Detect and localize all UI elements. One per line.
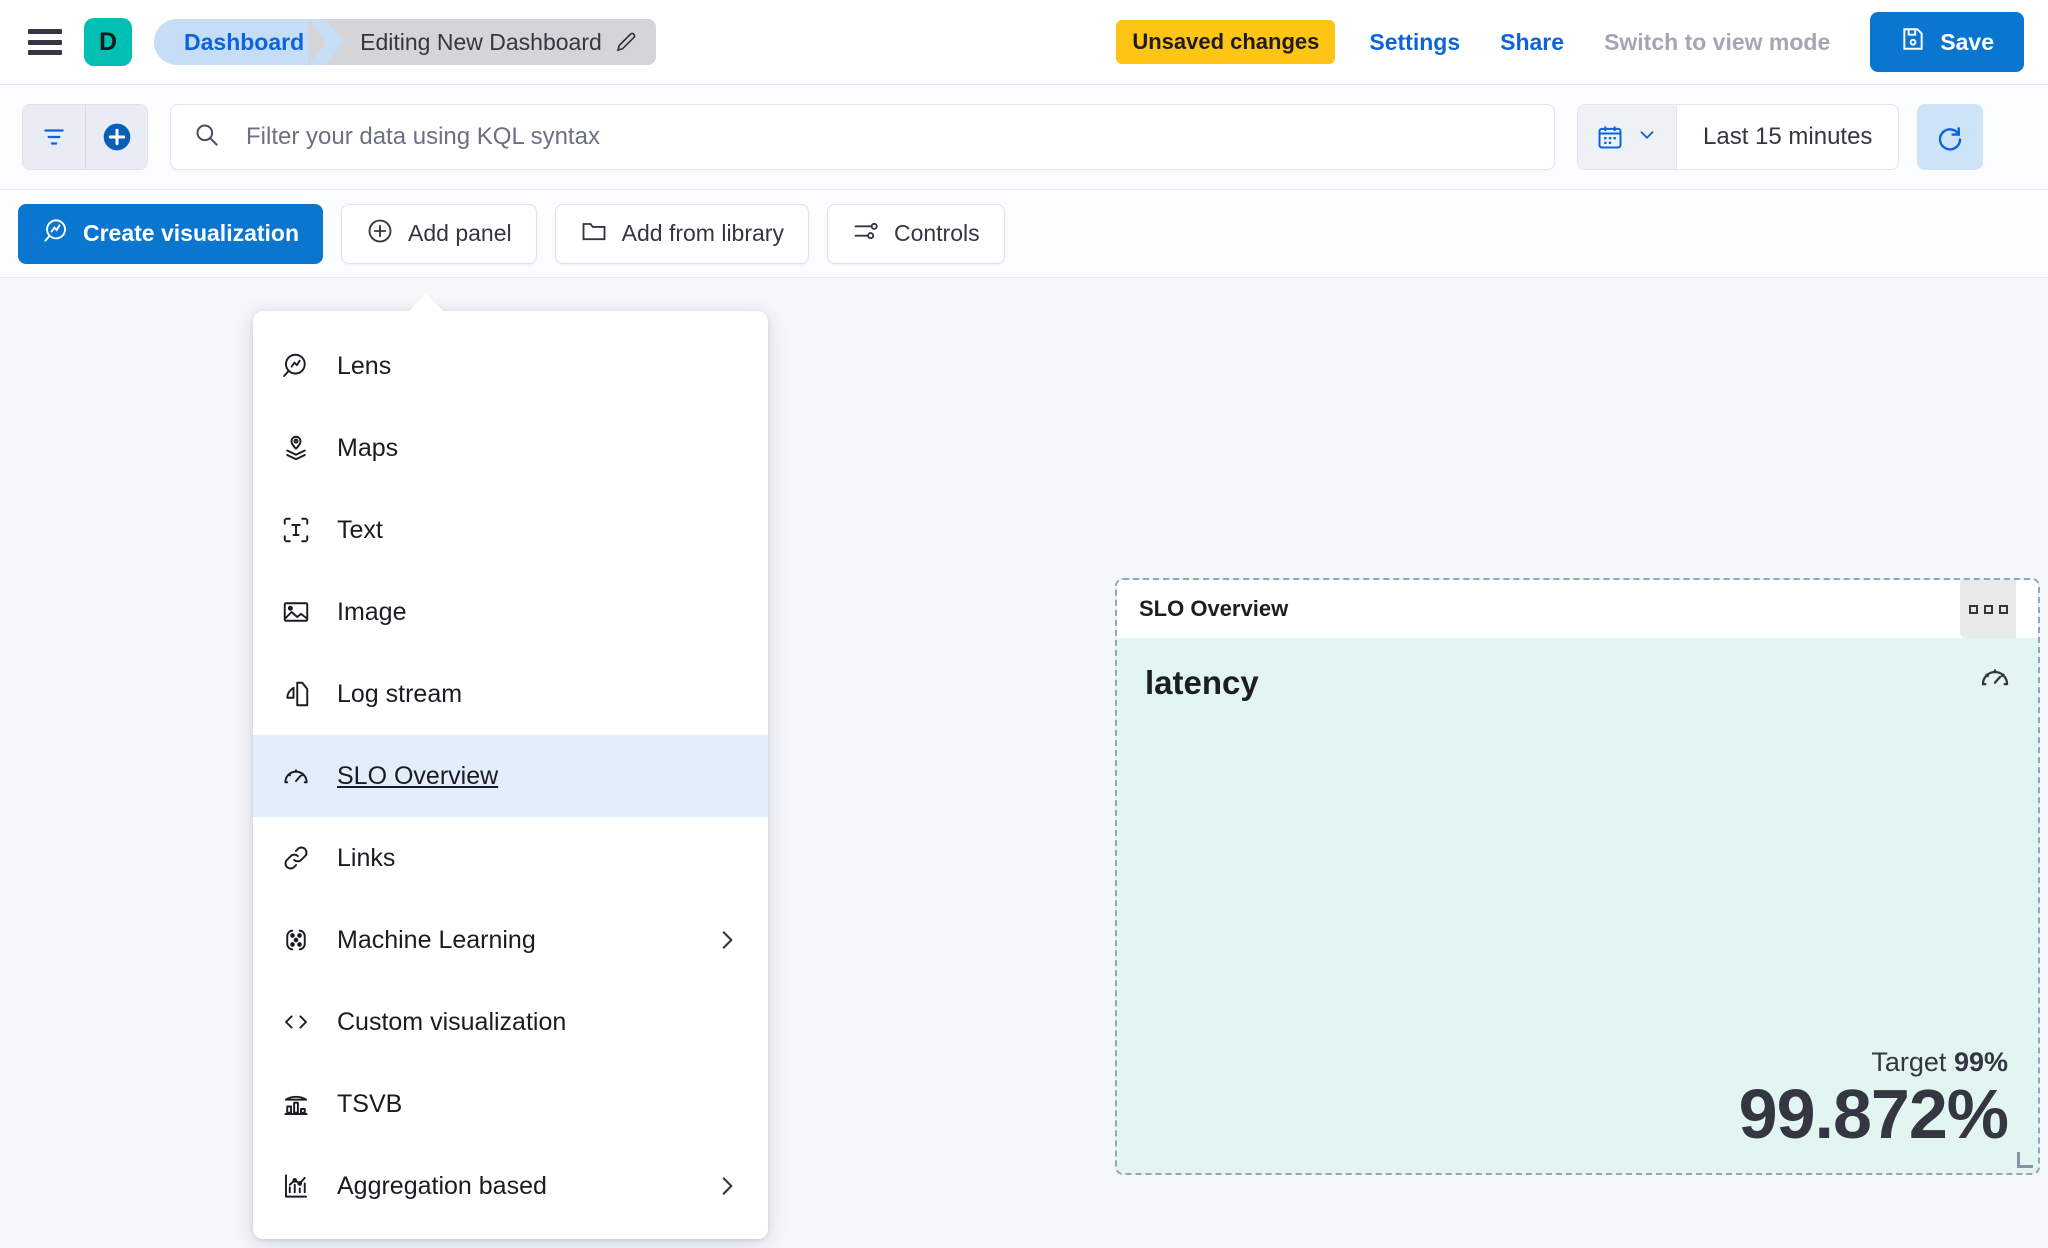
search-input[interactable]: Filter your data using KQL syntax: [170, 104, 1555, 170]
breadcrumb: Dashboard Editing New Dashboard: [154, 19, 656, 65]
code-icon: [281, 1007, 311, 1037]
menu-item-custom-visualization[interactable]: Custom visualization: [253, 981, 768, 1063]
header-actions: Unsaved changes Settings Share Switch to…: [1116, 12, 2024, 72]
status-badge-unsaved: Unsaved changes: [1116, 20, 1336, 64]
menu-item-label: Maps: [337, 433, 399, 462]
slo-target: Target 99%: [1739, 1047, 2008, 1078]
lens-icon: [281, 351, 311, 381]
add-panel-button[interactable]: Add panel: [341, 203, 537, 264]
search-icon: [193, 121, 220, 153]
menu-item-tsvb[interactable]: TSVB: [253, 1063, 768, 1145]
chevron-right-icon: [714, 1173, 740, 1199]
ml-icon: [281, 925, 311, 955]
link-icon: [281, 843, 311, 873]
menu-item-text[interactable]: Text: [253, 489, 768, 571]
controls-sliders-icon: [852, 217, 880, 251]
menu-item-image[interactable]: Image: [253, 571, 768, 653]
plus-circle-icon[interactable]: [85, 105, 147, 169]
create-visualization-label: Create visualization: [83, 220, 300, 246]
breadcrumb-dashboard[interactable]: Dashboard: [154, 19, 345, 65]
slo-sli-value: 99.872%: [1738, 1074, 2009, 1153]
avatar[interactable]: D: [84, 18, 132, 66]
menu-item-label: TSVB: [337, 1089, 403, 1118]
tsvb-icon: [281, 1089, 311, 1119]
query-bar: Filter your data using KQL syntax Last 1…: [0, 85, 2048, 190]
menu-item-lens[interactable]: Lens: [253, 325, 768, 407]
filter-button-group: [22, 104, 148, 170]
menu-item-machine-learning[interactable]: Machine Learning: [253, 899, 768, 981]
chevron-right-icon: [714, 927, 740, 953]
plus-circle-outline-icon: [366, 217, 394, 251]
gauge-icon: [1978, 660, 2012, 699]
agg-chart-icon: [281, 1171, 311, 1201]
menu-item-label: Image: [337, 597, 407, 626]
breadcrumb-current[interactable]: Editing New Dashboard: [308, 19, 656, 65]
menu-item-label: Log stream: [337, 679, 463, 708]
controls-button[interactable]: Controls: [826, 203, 1005, 264]
breadcrumb-dashboard-label: Dashboard: [184, 28, 305, 55]
slo-panel-title: SLO Overview: [1139, 596, 1289, 621]
menu-item-label: Custom visualization: [337, 1007, 567, 1036]
maps-pin-icon: [281, 433, 311, 463]
menu-item-slo-overview[interactable]: SLO Overview: [253, 735, 768, 817]
pencil-icon[interactable]: [614, 30, 638, 54]
add-from-library-label: Add from library: [621, 220, 784, 246]
gauge-icon: [281, 761, 311, 791]
create-visualization-button[interactable]: Create visualization: [18, 203, 324, 264]
refresh-icon[interactable]: [1917, 104, 1984, 170]
share-link[interactable]: Share: [1500, 28, 1565, 55]
menu-item-maps[interactable]: Maps: [253, 407, 768, 489]
filter-icon[interactable]: [23, 105, 85, 169]
menu-item-label: Machine Learning: [337, 925, 536, 954]
panel-context-menu-icon[interactable]: [1960, 580, 2016, 638]
save-button[interactable]: Save: [1870, 12, 2024, 72]
add-panel-label: Add panel: [408, 220, 512, 246]
slo-target-label: Target: [1871, 1046, 1947, 1077]
switch-to-view-mode-link[interactable]: Switch to view mode: [1604, 28, 1831, 55]
add-from-library-button[interactable]: Add from library: [554, 203, 809, 264]
menu-item-aggregation-based[interactable]: Aggregation based: [253, 1145, 768, 1227]
date-picker: Last 15 minutes: [1577, 104, 1900, 170]
folder-icon: [580, 217, 608, 251]
slo-target-value: 99%: [1953, 1046, 2008, 1077]
menu-item-label: Aggregation based: [337, 1171, 547, 1200]
slo-panel-header: SLO Overview: [1117, 580, 2038, 638]
app-header: D Dashboard Editing New Dashboard Unsave…: [0, 0, 2048, 85]
controls-label: Controls: [893, 220, 980, 246]
menu-item-label: Links: [337, 843, 396, 872]
menu-item-links[interactable]: Links: [253, 817, 768, 899]
menu-item-label: Lens: [337, 351, 392, 380]
text-box-icon: [281, 515, 311, 545]
settings-link[interactable]: Settings: [1369, 28, 1461, 55]
menu-item-log-stream[interactable]: Log stream: [253, 653, 768, 735]
slo-panel-body: latency Target 99% 99.872%: [1117, 638, 2038, 1173]
menu-item-label: Text: [337, 515, 383, 544]
panel-resize-handle[interactable]: [2017, 1152, 2033, 1168]
chevron-down-icon: [1636, 124, 1658, 151]
dashboard-toolbar: Create visualization Add panel Add from …: [0, 190, 2048, 278]
save-disk-icon: [1900, 26, 1926, 58]
slo-metrics: Target 99% 99.872%: [1738, 1047, 2009, 1153]
calendar-icon[interactable]: [1578, 105, 1677, 169]
image-icon: [281, 597, 311, 627]
lens-icon: [42, 217, 69, 250]
breadcrumb-current-label: Editing New Dashboard: [360, 28, 602, 55]
slo-name: latency: [1145, 664, 1259, 701]
hamburger-icon[interactable]: [28, 29, 62, 55]
slo-overview-panel[interactable]: SLO Overview latency Target 99% 99.872%: [1115, 578, 2040, 1175]
menu-item-label: SLO Overview: [337, 761, 499, 790]
save-button-label: Save: [1940, 28, 1994, 55]
time-range-value[interactable]: Last 15 minutes: [1703, 123, 1873, 150]
log-stream-icon: [281, 679, 311, 709]
search-placeholder: Filter your data using KQL syntax: [246, 123, 600, 150]
